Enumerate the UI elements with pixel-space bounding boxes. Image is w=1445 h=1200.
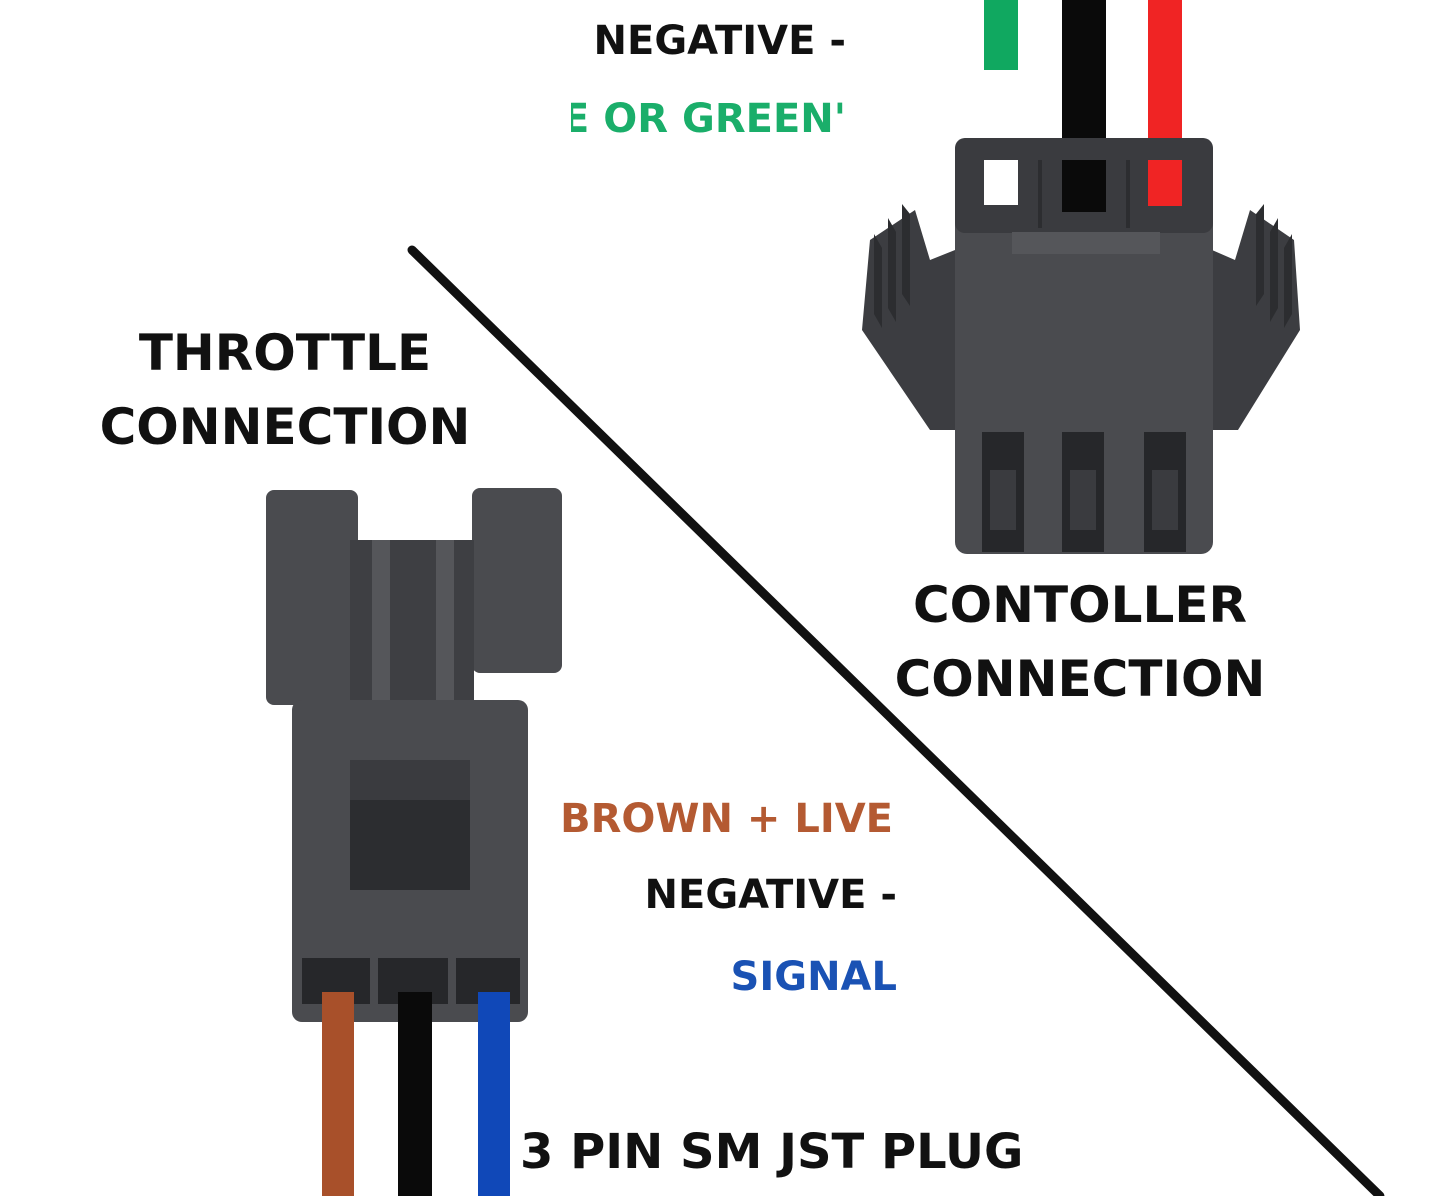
top-green-label: 'E OR GREEN	[571, 96, 846, 142]
plug-name-label: 3 PIN SM JST PLUG	[520, 1124, 1024, 1180]
controller-left-latch	[862, 210, 955, 430]
bottom-negative-label: NEGATIVE -	[644, 872, 897, 918]
divider-line	[407, 245, 1385, 1200]
controller-title-line2: CONNECTION	[894, 650, 1266, 708]
throttle-left-ear	[266, 490, 358, 705]
controller-connector	[862, 0, 1300, 554]
signal-label: SIGNAL	[730, 954, 897, 1000]
throttle-blue-wire	[478, 992, 510, 1196]
throttle-right-ear	[472, 488, 562, 673]
throttle-connector	[266, 488, 562, 1196]
brown-live-label: BROWN + LIVE	[560, 796, 893, 842]
throttle-connection-title: THROTTLE CONNECTION	[95, 316, 475, 464]
throttle-title-line1: THROTTLE	[138, 324, 432, 382]
controller-green-wire	[984, 0, 1018, 70]
throttle-brown-wire	[322, 992, 354, 1196]
throttle-title-line2: CONNECTION	[99, 398, 471, 456]
throttle-black-wire	[398, 992, 432, 1196]
controller-connection-title: CONTOLLER CONNECTION	[880, 568, 1280, 716]
top-negative-label: NEGATIVE -	[593, 18, 846, 64]
controller-title-line1: CONTOLLER	[912, 576, 1248, 634]
